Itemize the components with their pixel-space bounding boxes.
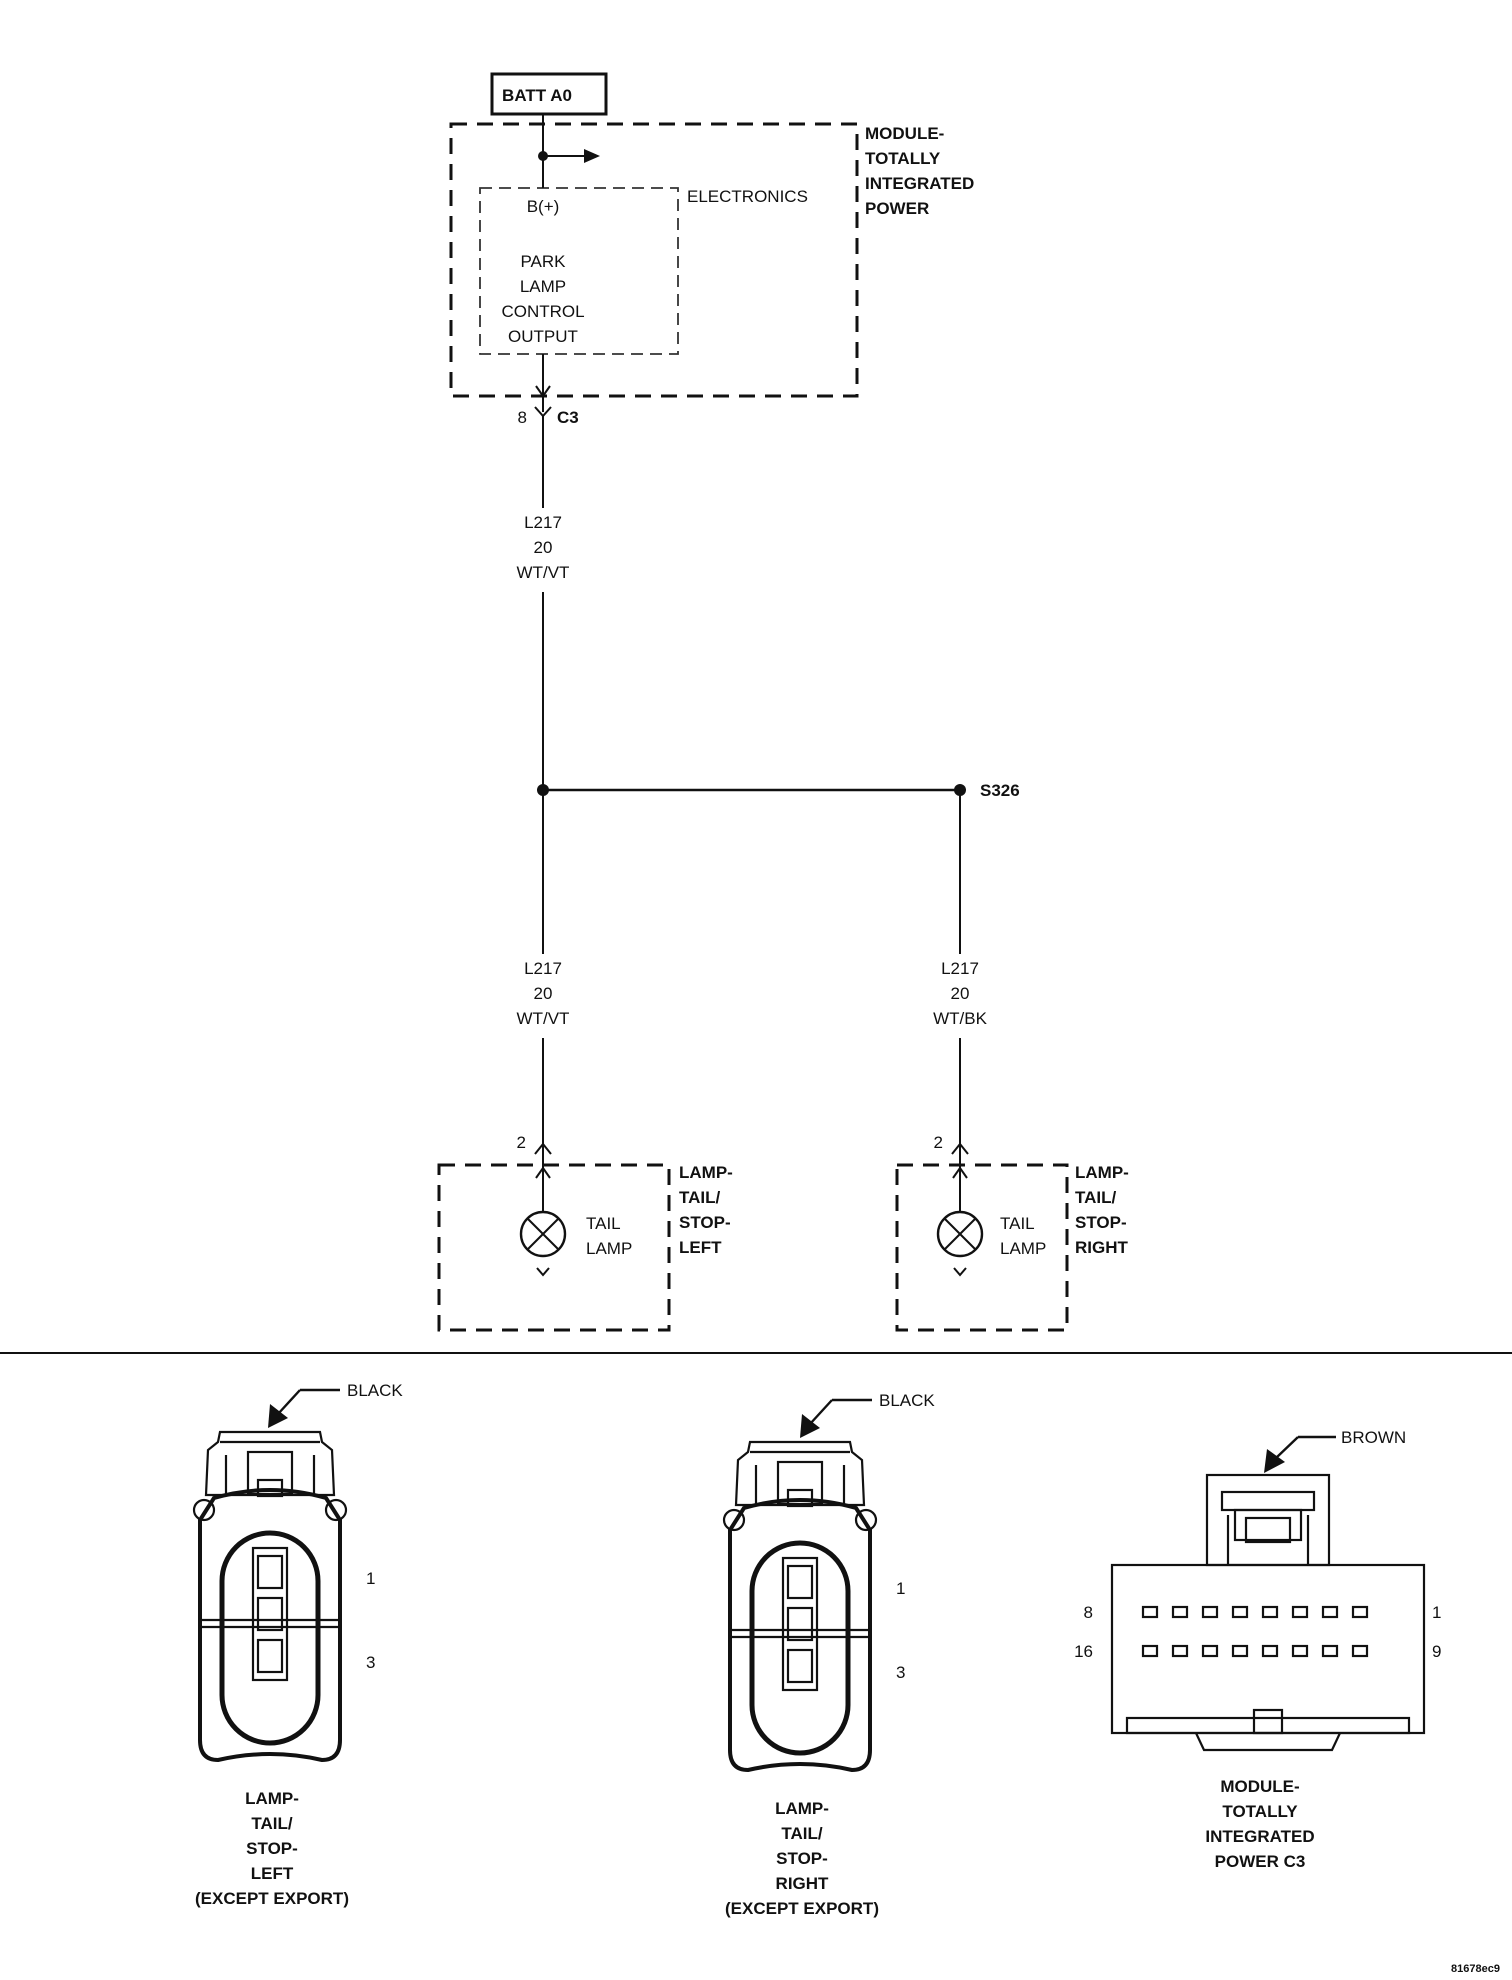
connector-caption-line: STOP- (246, 1839, 298, 1858)
lamp-left-name-line: LEFT (679, 1238, 722, 1257)
lamp-left-ground-chevron (536, 1267, 550, 1277)
lamp-left-inner-label: TAIL (586, 1214, 621, 1233)
connector-color-label: BROWN (1341, 1428, 1406, 1447)
module-name-line: TOTALLY (865, 149, 941, 168)
lamp-left-connector-symbol (534, 1142, 552, 1155)
tail-lamp-bulb-icon (519, 1198, 567, 1258)
connector-pin-3: 3 (896, 1663, 905, 1682)
wire-circuit: L217 (941, 959, 979, 978)
connector-caption-line: TAIL/ (781, 1824, 823, 1843)
connector-view-lamp-right: BLACK 1 3 LAMP- TAIL/ STOP- RIGHT (EXCEP… (722, 1391, 935, 1918)
tail-lamp-bulb-icon (936, 1198, 984, 1258)
connector-pin-8: 8 (1084, 1603, 1093, 1622)
output-label-line: CONTROL (501, 302, 584, 321)
connector-caption-line: TOTALLY (1222, 1802, 1298, 1821)
module-name-label: MODULE- TOTALLY INTEGRATED POWER (865, 124, 974, 218)
connector-caption-line: INTEGRATED (1205, 1827, 1314, 1846)
connector-color-label: BLACK (879, 1391, 935, 1410)
module-name-line: MODULE- (865, 124, 944, 143)
output-label-line: PARK (520, 252, 566, 271)
splice-s326: S326 (537, 781, 1020, 800)
connector-caption-line: STOP- (776, 1849, 828, 1868)
connector-color-callout: BLACK (800, 1391, 935, 1438)
wire-circuit: L217 (524, 959, 562, 978)
electronics-label: ELECTRONICS (687, 187, 808, 206)
bplus-label: B(+) (527, 197, 560, 216)
internal-feed-arrow (543, 149, 600, 163)
module-name-line: POWER (865, 199, 929, 218)
wire-circuit: L217 (524, 513, 562, 532)
lamp-right-inner-label: LAMP (1000, 1239, 1046, 1258)
splice-label: S326 (980, 781, 1020, 800)
connector-caption-line: LEFT (251, 1864, 294, 1883)
lamp-left-feed-arrow (535, 1166, 551, 1179)
lamp-tail-stop-right: 2 TAIL LAMP LAMP- TAIL/ STOP- RIGHT (895, 1133, 1129, 1332)
lamp-right-name-line: RIGHT (1075, 1238, 1129, 1257)
connector-pin-1: 1 (366, 1569, 375, 1588)
connector-caption-line: (EXCEPT EXPORT) (195, 1889, 349, 1908)
main-wire-label: L217 20 WT/VT (517, 513, 570, 582)
wire-gauge: 20 (534, 984, 553, 1003)
lamp-left-name-line: STOP- (679, 1213, 731, 1232)
connector-caption-line: LAMP- (775, 1799, 829, 1818)
connector-view-lamp-left: BLACK 1 3 LAMP- TAIL/ STOP- LEFT (EXCEPT… (192, 1381, 403, 1908)
lamp-right-name-line: TAIL/ (1075, 1188, 1117, 1207)
output-label-line: LAMP (520, 277, 566, 296)
connector-pin-1: 1 (1432, 1603, 1441, 1622)
electronics-box (479, 187, 679, 355)
connector-pin-16: 16 (1074, 1642, 1093, 1661)
figure-code: 81678ec9 (1451, 1963, 1500, 1975)
connector-c3: 8 C3 (518, 406, 579, 427)
lamp-right-name-line: LAMP- (1075, 1163, 1129, 1182)
lamp-left-name-line: LAMP- (679, 1163, 733, 1182)
connector-caption-line: RIGHT (776, 1874, 830, 1893)
connector-caption-line: TAIL/ (251, 1814, 293, 1833)
c3-pin-number: 8 (518, 408, 527, 427)
lamp-tail-stop-left: 2 TAIL LAMP LAMP- TAIL/ STOP- LEFT (437, 1133, 733, 1332)
lamp-left-pin-number: 2 (517, 1133, 526, 1152)
wire-color: WT/VT (517, 563, 570, 582)
connector-pin-9: 9 (1432, 1642, 1441, 1661)
lamp-right-inner-label: TAIL (1000, 1214, 1035, 1233)
connector-caption-line: MODULE- (1220, 1777, 1299, 1796)
terminal-row-bottom (1141, 1644, 1369, 1658)
lamp-right-ground-chevron (953, 1267, 967, 1277)
battery-label: BATT A0 (502, 86, 572, 105)
connector-pin-1: 1 (896, 1579, 905, 1598)
wire-color: WT/VT (517, 1009, 570, 1028)
left-wire-label: L217 20 WT/VT (517, 959, 570, 1028)
connector-caption-line: POWER C3 (1215, 1852, 1306, 1871)
lamp-right-feed-arrow (952, 1166, 968, 1179)
lamp-left-name-line: TAIL/ (679, 1188, 721, 1207)
connector-caption-line: (EXCEPT EXPORT) (725, 1899, 879, 1918)
output-label-line: OUTPUT (508, 327, 578, 346)
c3-connector-label: C3 (557, 408, 579, 427)
wire-color: WT/BK (933, 1009, 987, 1028)
connector-color-label: BLACK (347, 1381, 403, 1400)
wire-gauge: 20 (534, 538, 553, 557)
lamp-right-pin-number: 2 (934, 1133, 943, 1152)
connector-color-callout: BROWN (1264, 1428, 1406, 1473)
lamp-right-name-line: STOP- (1075, 1213, 1127, 1232)
connector-caption-line: LAMP- (245, 1789, 299, 1808)
lamp-right-connector-symbol (951, 1142, 969, 1155)
connector-view-module-c3: BROWN (1074, 1428, 1441, 1871)
module-totally-integrated-power: MODULE- TOTALLY INTEGRATED POWER ELECTRO… (449, 122, 974, 398)
terminal-row-top (1141, 1605, 1369, 1619)
connector-color-callout: BLACK (268, 1381, 403, 1428)
battery-source: BATT A0 (490, 72, 608, 116)
wire-gauge: 20 (951, 984, 970, 1003)
right-wire-label: L217 20 WT/BK (933, 959, 987, 1028)
lamp-left-inner-label: LAMP (586, 1239, 632, 1258)
output-arrow (535, 385, 551, 398)
connector-pin-3: 3 (366, 1653, 375, 1672)
module-name-line: INTEGRATED (865, 174, 974, 193)
